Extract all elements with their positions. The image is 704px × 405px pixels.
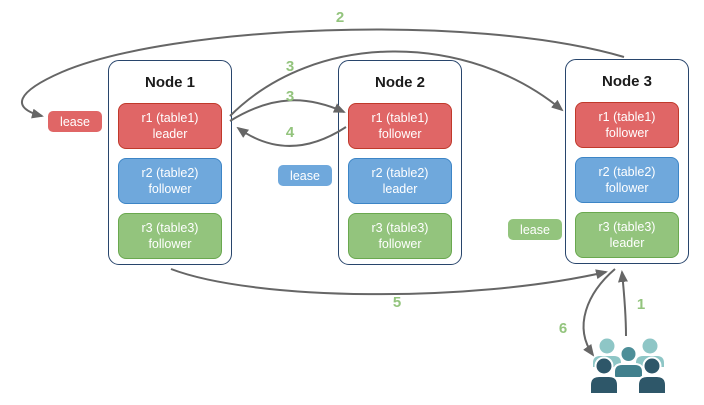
- replica-label: r1 (table1): [371, 111, 429, 125]
- step-label-3a: 3: [285, 58, 295, 75]
- node-3-replica-r3: r3 (table3) leader: [575, 212, 679, 258]
- replica-role: leader: [152, 127, 188, 141]
- replica-label: r2 (table2): [371, 166, 429, 180]
- replica-label: r3 (table3): [598, 220, 656, 234]
- step-label-5: 5: [392, 294, 402, 311]
- replica-role: leader: [609, 236, 645, 250]
- step-label-3b: 3: [285, 88, 295, 105]
- node-2-box: Node 2 r1 (table1) follower r2 (table2) …: [338, 60, 462, 265]
- replica-label: r1 (table1): [141, 111, 199, 125]
- node-3-box: Node 3 r1 (table1) follower r2 (table2) …: [565, 59, 689, 264]
- node-2-replica-r2: r2 (table2) leader: [348, 158, 452, 204]
- node-3-replica-r2: r2 (table2) follower: [575, 157, 679, 203]
- node-2-replica-r3: r3 (table3) follower: [348, 213, 452, 259]
- node-1-replica-r1: r1 (table1) leader: [118, 103, 222, 149]
- replica-label: r2 (table2): [598, 165, 656, 179]
- node-1-replica-r2: r2 (table2) follower: [118, 158, 222, 204]
- node-3-replica-r1: r1 (table1) follower: [575, 102, 679, 148]
- replica-label: r2 (table2): [141, 166, 199, 180]
- lease-chip-green: lease: [508, 219, 562, 240]
- user-figure-dark: [637, 356, 667, 395]
- step-label-2: 2: [335, 9, 345, 26]
- replica-role: follower: [378, 127, 422, 141]
- step-label-6: 6: [558, 320, 568, 337]
- replica-role: follower: [148, 182, 192, 196]
- replica-role: follower: [605, 126, 649, 140]
- node-2-title: Node 2: [374, 74, 425, 91]
- arrow-5-node1-to-node3: [170, 268, 608, 296]
- user-figure-dark: [589, 356, 619, 395]
- node-1-title: Node 1: [144, 74, 195, 91]
- node-1-replica-r3: r3 (table3) follower: [118, 213, 222, 259]
- replica-label: r3 (table3): [141, 221, 199, 235]
- arrow-1-users-to-node3: [618, 270, 628, 337]
- lease-chip-red: lease: [48, 111, 102, 132]
- replica-role: follower: [605, 181, 649, 195]
- replica-role: follower: [148, 237, 192, 251]
- replica-role: leader: [382, 182, 418, 196]
- replica-role: follower: [378, 237, 422, 251]
- step-label-4: 4: [285, 124, 295, 141]
- replica-label: r1 (table1): [598, 110, 656, 124]
- user-figure-medium: [613, 345, 644, 379]
- lease-chip-blue: lease: [278, 165, 332, 186]
- users-group-icon: [589, 338, 667, 395]
- node-3-title: Node 3: [601, 73, 652, 90]
- node-1-box: Node 1 r1 (table1) leader r2 (table2) fo…: [108, 60, 232, 265]
- node-2-replica-r1: r1 (table1) follower: [348, 103, 452, 149]
- step-label-1: 1: [636, 296, 646, 313]
- replica-label: r3 (table3): [371, 221, 429, 235]
